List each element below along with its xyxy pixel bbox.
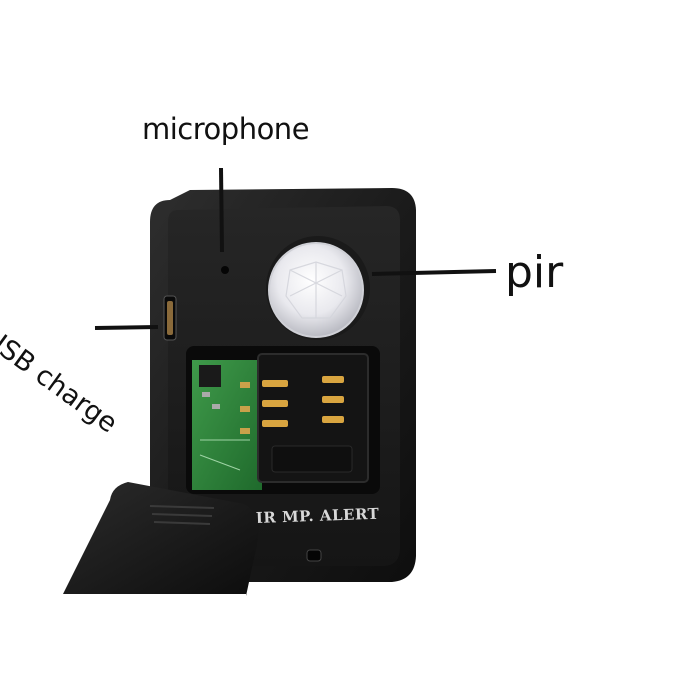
usb-pointer-line xyxy=(94,325,159,330)
microphone-label: microphone xyxy=(142,112,310,146)
microphone-pointer-line xyxy=(219,167,224,253)
pir-pointer-line xyxy=(371,269,497,276)
device-front-text: IR MP. ALERT xyxy=(256,505,380,527)
pir-label: pir xyxy=(505,247,564,298)
battery-cover xyxy=(62,482,259,596)
microphone-hole xyxy=(221,266,229,274)
lanyard-slot xyxy=(306,549,322,562)
